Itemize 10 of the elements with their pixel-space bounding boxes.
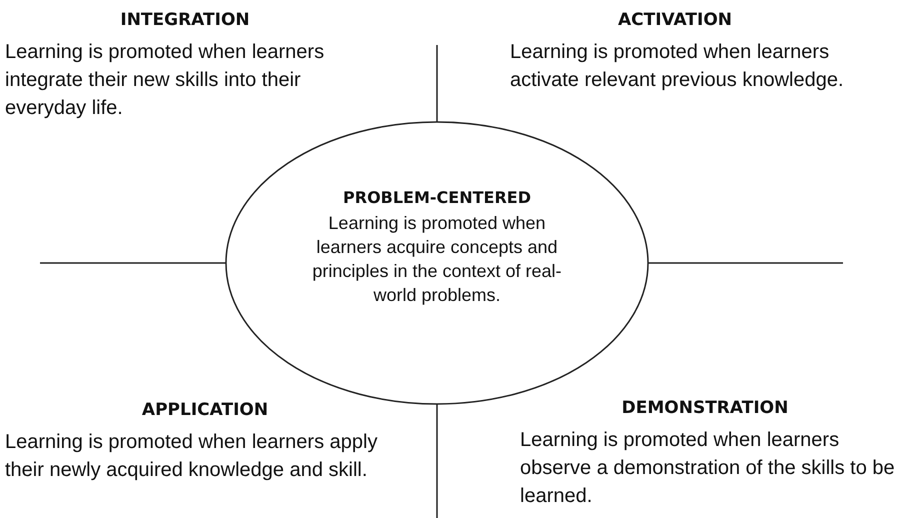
principle-description: Learning is promoted when learners acquire concepts and principles in the context of real-world problems. (311, 212, 563, 307)
principle-heading: APPLICATION (140, 400, 270, 420)
principle-heading: DEMONSTRATION (620, 398, 790, 418)
principle-description: Learning is promoted when learners apply their newly acquired knowledge and skill. (5, 430, 378, 483)
principle-description: Learning is promoted when learners observe a demonstration of the skills to be learned. (520, 428, 895, 509)
principle-heading: PROBLEM-CENTERED (342, 188, 532, 207)
principle-description: Learning is promoted when learners integrate their new skills into their everyday life. (5, 40, 326, 121)
principle-description: Learning is promoted when learners activate relevant previous knowledge. (510, 40, 845, 93)
principle-heading: INTEGRATION (119, 10, 251, 30)
principle-heading: ACTIVATION (617, 10, 733, 30)
